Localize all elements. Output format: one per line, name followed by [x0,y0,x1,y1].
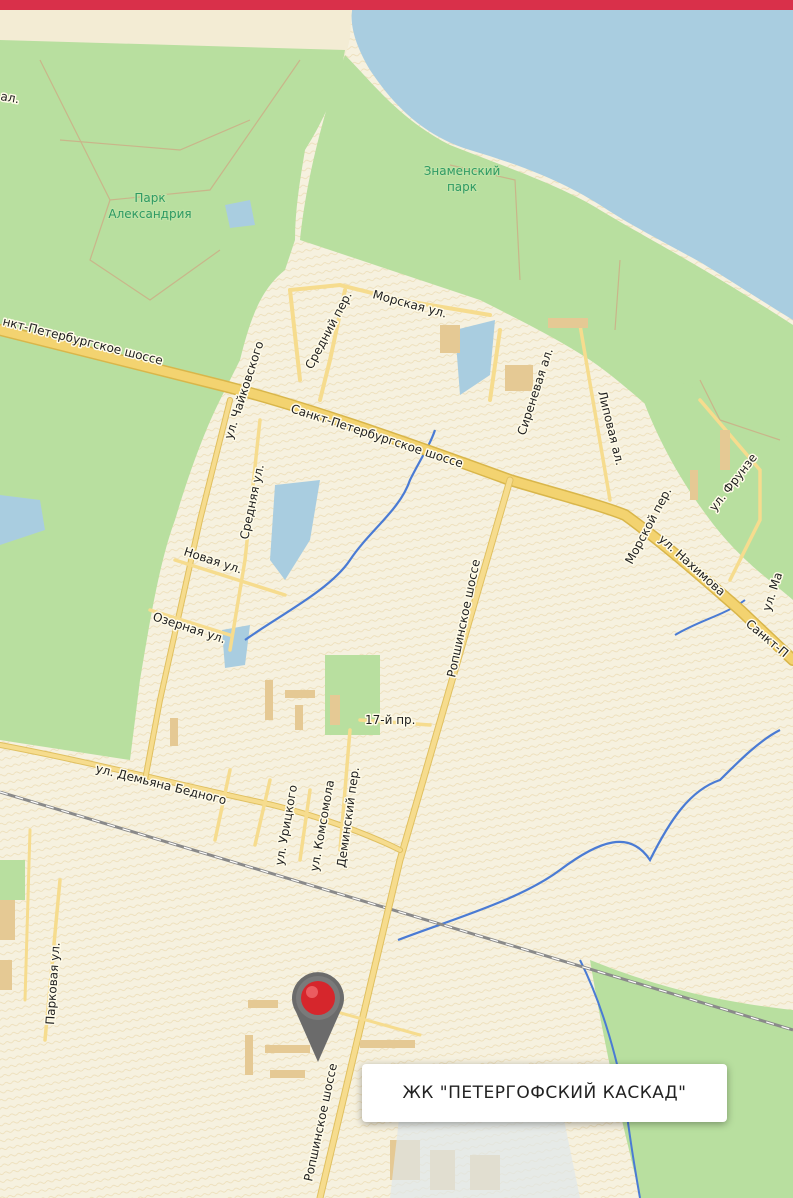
pond-5 [225,200,255,228]
industrial-area [390,1100,580,1198]
major-roads [0,324,793,666]
pond-1 [270,480,320,580]
secondary-roads [0,282,762,1198]
pond-3 [0,495,45,545]
river-east [397,729,781,942]
street-label-al: ал. [0,89,20,106]
park-label-znamensky-1: Знаменский [424,164,501,178]
park-paths [39,59,781,441]
river-north [244,429,437,641]
map-pin-icon[interactable] [292,972,344,1062]
street-label-17-pr: 17-й пр. [365,713,416,727]
park-label-alexandria-1: Парк [134,191,165,205]
park-east [630,360,793,600]
location-callout-label: ЖК "ПЕТЕРГОФСКИЙ КАСКАД" [402,1083,687,1103]
park-alexandria [0,40,345,760]
location-callout[interactable]: ЖК "ПЕТЕРГОФСКИЙ КАСКАД" [362,1064,727,1122]
park-label-znamensky-2: парк [447,180,477,194]
pond-2 [455,320,495,395]
railway-dash [0,791,793,1031]
top-accent-bar [0,0,793,10]
park-west-small [0,860,25,900]
park-label-alexandria-2: Александрия [108,207,191,221]
gulf-water [351,10,793,320]
